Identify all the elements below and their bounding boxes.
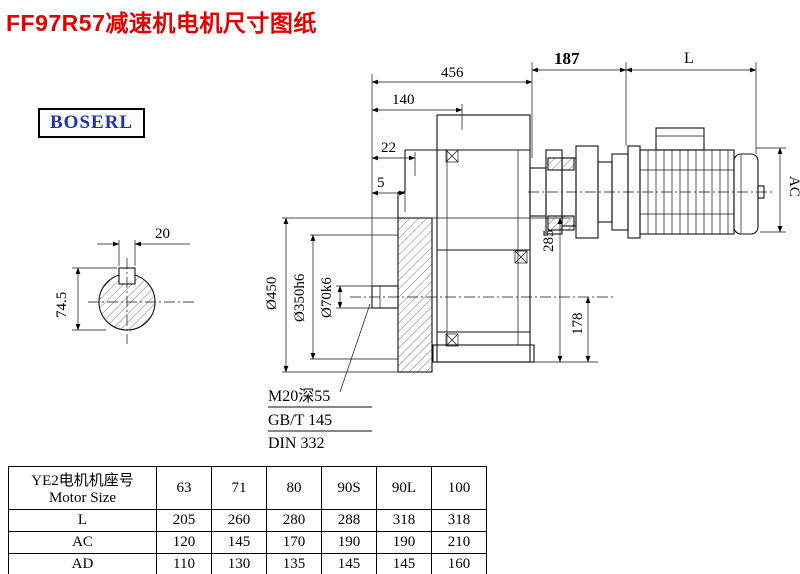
boserl-logo-text: BOSERL xyxy=(50,112,134,133)
boserl-logo: BOSERL xyxy=(38,108,146,138)
table-cell: 210 xyxy=(431,531,487,554)
dim-456-label: 456 xyxy=(441,65,464,81)
table-header-size: 90S xyxy=(321,466,377,510)
dimension-350: Ø350h6 xyxy=(292,234,398,360)
table-header-size: 71 xyxy=(211,466,267,510)
dimension-450: Ø450 xyxy=(264,217,398,373)
table-row-L: L 205 260 280 288 318 318 xyxy=(8,509,487,532)
table-cell: 160 xyxy=(431,553,487,574)
page-title: FF97R57减速机电机尺寸图纸 xyxy=(6,10,317,36)
table-row-AD: AD 110 130 135 145 145 160 xyxy=(8,553,487,574)
table-cell: 145 xyxy=(321,553,377,574)
table-cell: 260 xyxy=(211,509,267,532)
dimension-AC: AC xyxy=(756,147,800,233)
table-cell: 190 xyxy=(321,531,377,554)
table-header-size: 100 xyxy=(431,466,487,510)
table-cell: 110 xyxy=(156,553,212,574)
dimension-5: 5 xyxy=(371,175,406,212)
dimension-L: L xyxy=(625,50,757,154)
note-din: DIN 332 xyxy=(268,435,324,452)
dim-187-label: 187 xyxy=(554,49,580,68)
output-flange xyxy=(350,217,614,373)
dim-450-label: Ø450 xyxy=(264,277,280,310)
row-label: L xyxy=(8,509,157,532)
table-cell: 145 xyxy=(211,531,267,554)
note-standard: GB/T 145 xyxy=(268,412,332,429)
dimension-70: Ø70k6 xyxy=(319,277,372,318)
dim-178-label: 178 xyxy=(570,313,586,336)
row-label: AC xyxy=(8,531,157,554)
shaft-section-detail: 20 74.5 xyxy=(54,226,196,344)
dimension-187: 187 xyxy=(531,49,627,146)
table-cell: 145 xyxy=(376,553,432,574)
table-cell: 205 xyxy=(156,509,212,532)
table-cell: 120 xyxy=(156,531,212,554)
dimension-140: 140 xyxy=(371,92,463,130)
thread-notes: M20深55 GB/T 145 DIN 332 xyxy=(268,303,372,452)
table-header-row: YE2电机机座号 Motor Size 63 71 80 90S 90L 100 xyxy=(8,466,487,510)
table-cell: 170 xyxy=(266,531,322,554)
fan-cover xyxy=(733,153,759,235)
row-label: AD xyxy=(8,553,157,574)
table-row-AC: AC 120 145 170 190 190 210 xyxy=(8,531,487,554)
dim-285-label: 285 xyxy=(541,230,557,253)
table-cell: 280 xyxy=(266,509,322,532)
bolt-symbols xyxy=(445,149,528,347)
dim-70-label: Ø70k6 xyxy=(319,277,335,318)
terminal-box xyxy=(655,127,705,151)
dim-L-label: L xyxy=(684,50,694,67)
table-header-cn: YE2电机机座号 xyxy=(31,473,134,489)
table-header-en: Motor Size xyxy=(48,490,117,506)
dim-22-label: 22 xyxy=(381,140,396,156)
dim-20-label: 20 xyxy=(155,226,170,242)
dim-350-label: Ø350h6 xyxy=(292,273,308,322)
dimension-22: 22 xyxy=(371,140,416,176)
dim-140-label: 140 xyxy=(392,92,415,108)
table-cell: 318 xyxy=(431,509,487,532)
dimension-285: 285 xyxy=(432,217,598,363)
table-cell: 130 xyxy=(211,553,267,574)
table-cell: 288 xyxy=(321,509,377,532)
table-header-motor-size: YE2电机机座号 Motor Size xyxy=(8,466,157,510)
table-header-size: 80 xyxy=(266,466,322,510)
dim-5-label: 5 xyxy=(377,175,385,191)
dimension-178: 178 xyxy=(570,296,591,363)
table-header-size: 63 xyxy=(156,466,212,510)
table-cell: 190 xyxy=(376,531,432,554)
table-header-size: 90L xyxy=(376,466,432,510)
dim-74-5-label: 74.5 xyxy=(54,292,70,318)
table-cell: 318 xyxy=(376,509,432,532)
table-cell: 135 xyxy=(266,553,322,574)
motor-size-table: YE2电机机座号 Motor Size 63 71 80 90S 90L 100… xyxy=(8,466,487,574)
dimension-456: 456 xyxy=(371,62,533,287)
note-thread: M20深55 xyxy=(268,387,330,405)
motor xyxy=(528,127,772,239)
dim-AC-label: AC xyxy=(786,176,800,197)
